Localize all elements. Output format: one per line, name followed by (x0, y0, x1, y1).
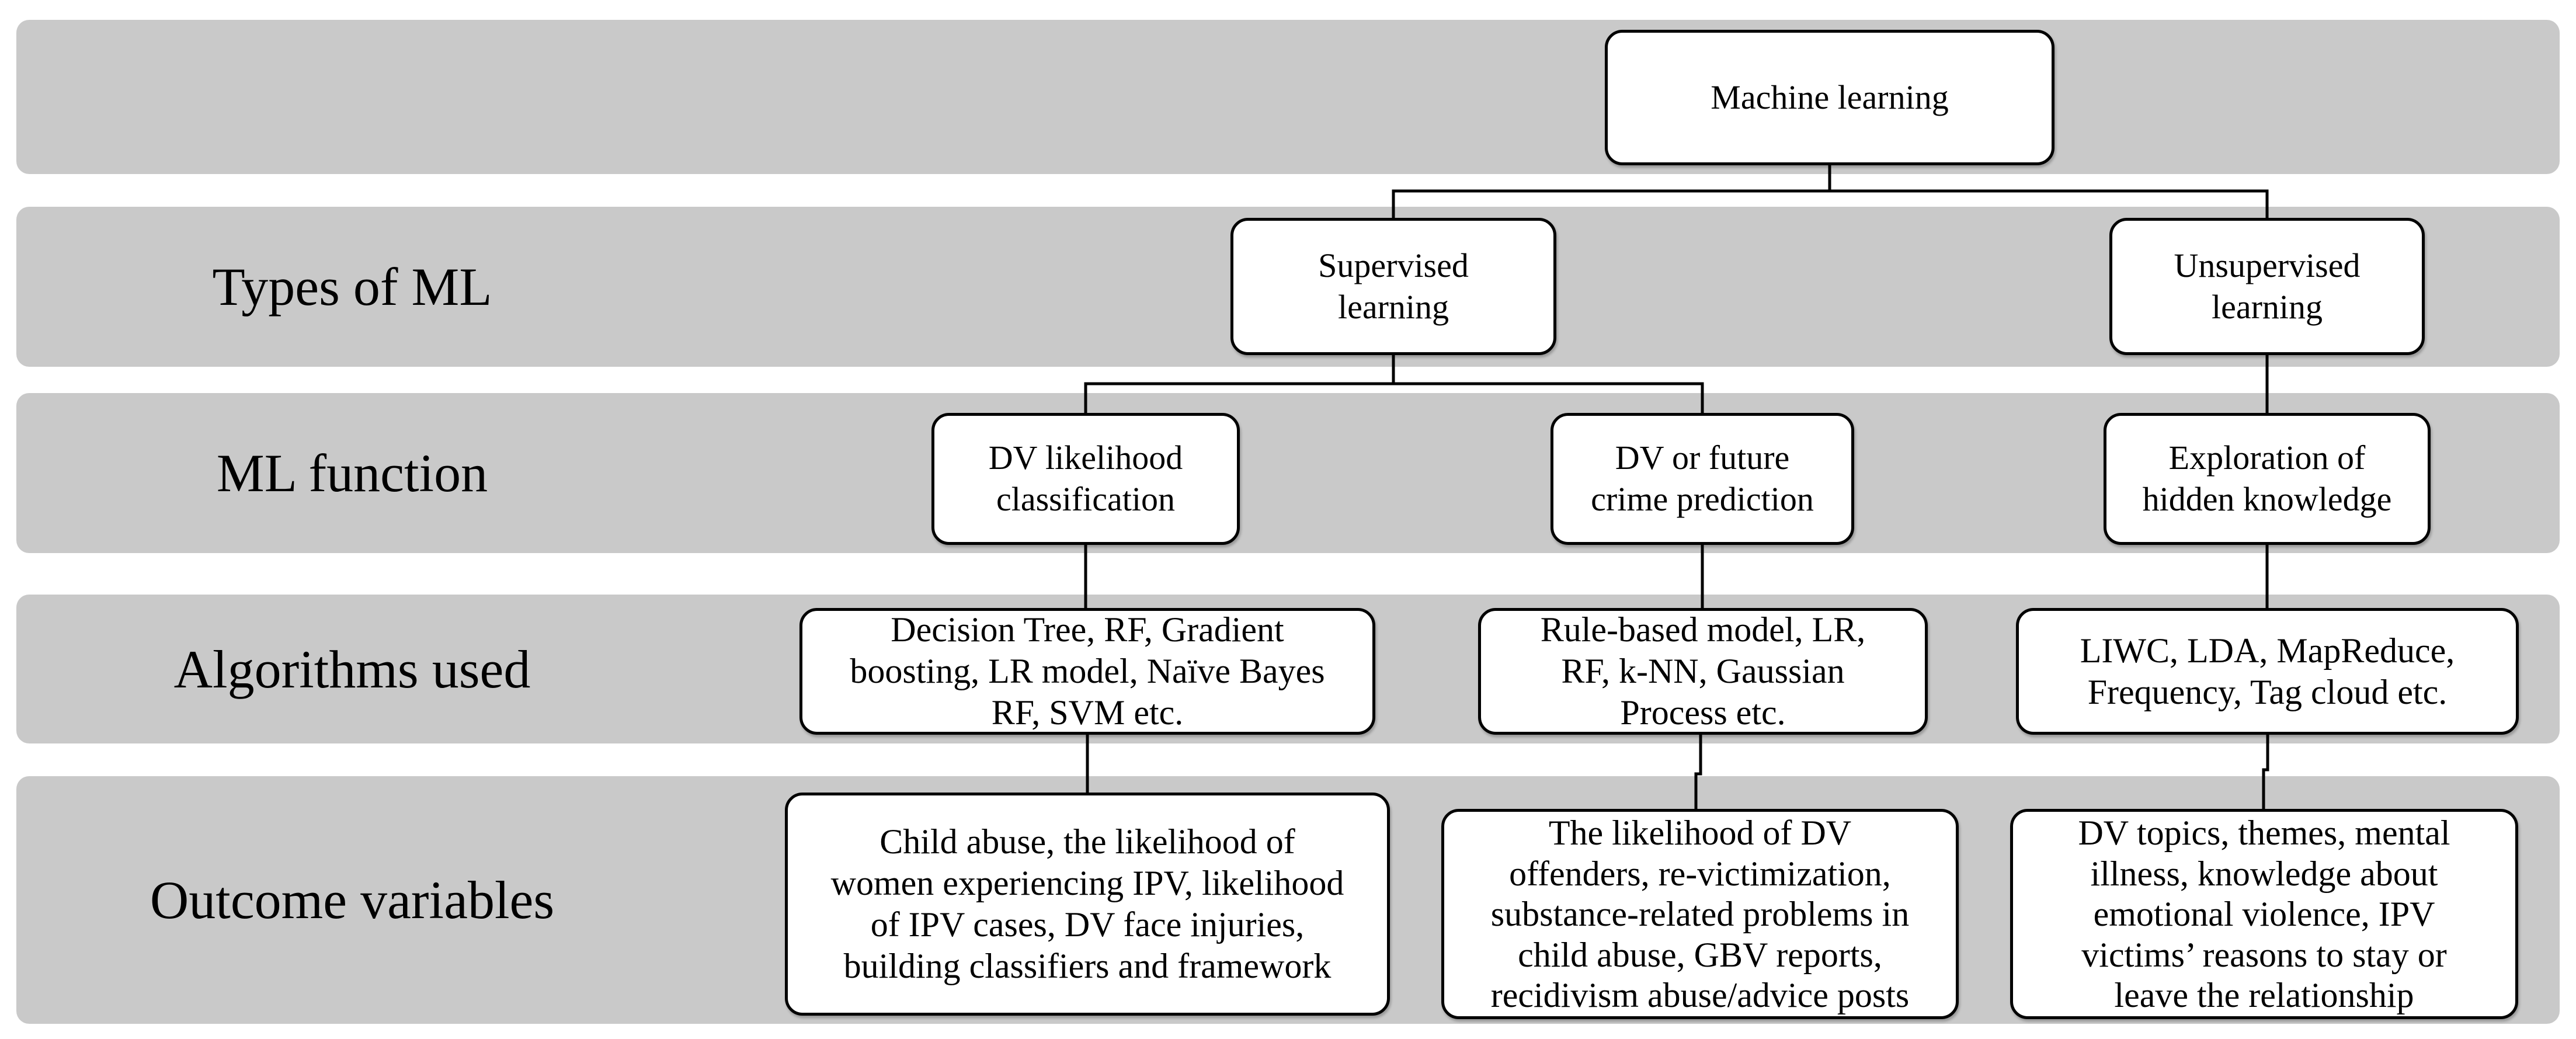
node-machine-learning: Machine learning (1605, 30, 2054, 165)
node-dv-future-crime-prediction: DV or future crime prediction (1551, 413, 1854, 545)
node-algorithms-exploration: LIWC, LDA, MapReduce, Frequency, Tag clo… (2016, 608, 2519, 735)
node-algorithms-prediction: Rule-based model, LR, RF, k-NN, Gaussian… (1478, 608, 1928, 735)
node-algorithms-classification: Decision Tree, RF, Gradient boosting, LR… (799, 608, 1375, 735)
band-machine-learning (16, 20, 2560, 174)
connector-supervised-to-functions (1084, 382, 1704, 416)
node-dv-likelihood-classification: DV likelihood classification (931, 413, 1240, 545)
node-outcomes-exploration: DV topics, themes, mental illness, knowl… (2010, 809, 2518, 1019)
node-outcomes-classification: Child abuse, the likelihood of women exp… (785, 793, 1390, 1016)
connector-alg2-to-out2 (1694, 732, 1702, 813)
node-unsupervised-learning: Unsupervised learning (2109, 218, 2425, 355)
row-label-ml-function: ML function (216, 443, 488, 503)
node-supervised-learning: Supervised learning (1230, 218, 1556, 355)
node-exploration-hidden-knowledge: Exploration of hidden knowledge (2104, 413, 2431, 545)
row-label-algorithms-used: Algorithms used (173, 639, 531, 699)
node-outcomes-prediction: The likelihood of DV offenders, re-victi… (1441, 809, 1959, 1019)
row-label-outcome-variables: Outcome variables (150, 870, 555, 930)
connector-ml-to-types (1392, 189, 2269, 221)
connector-alg3-to-out3 (2262, 732, 2269, 813)
row-label-types-of-ml: Types of ML (212, 257, 492, 317)
